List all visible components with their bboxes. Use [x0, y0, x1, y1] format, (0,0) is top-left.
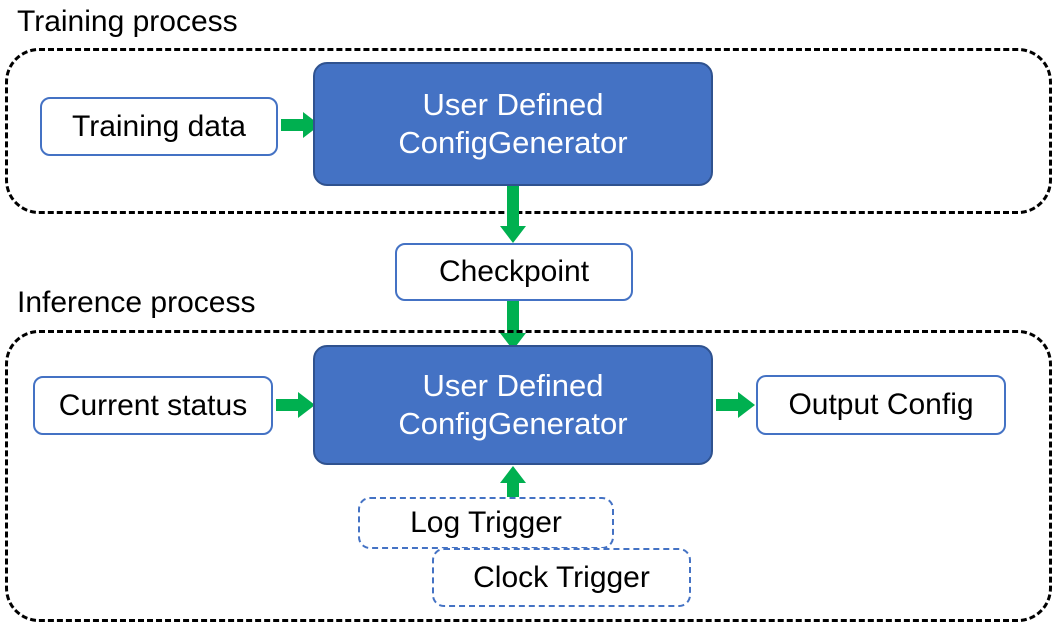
node-line-1: User Defined: [422, 87, 604, 123]
training-process-label: Training process: [17, 5, 238, 38]
arrow-shaft: [507, 301, 519, 337]
arrow-shaft: [507, 481, 519, 499]
output-config-node[interactable]: Output Config: [756, 375, 1006, 435]
inference-process-label: Inference process: [17, 286, 256, 319]
training-process-container: [5, 48, 1052, 214]
arrow-shaft: [276, 399, 300, 411]
training-data-node[interactable]: Training data: [40, 97, 278, 156]
arrow-head-down-icon: [500, 226, 526, 243]
arrow-shaft: [281, 119, 305, 131]
current-status-node[interactable]: Current status: [33, 376, 273, 435]
arrow-head-up-icon: [500, 466, 526, 483]
arrow-head-right-icon: [738, 392, 755, 418]
log-trigger-node[interactable]: Log Trigger: [358, 497, 614, 549]
node-line-2: ConfigGenerator: [398, 125, 628, 160]
inference-process-container: [5, 330, 1052, 622]
inference-config-generator-node[interactable]: User Defined ConfigGenerator: [313, 345, 713, 465]
clock-trigger-node[interactable]: Clock Trigger: [432, 548, 691, 607]
arrow-head-right-icon: [298, 392, 315, 418]
training-config-generator-node[interactable]: User Defined ConfigGenerator: [313, 62, 713, 186]
node-line-2: ConfigGenerator: [398, 406, 628, 441]
node-line-1: User Defined: [422, 368, 604, 404]
arrow-shaft: [507, 186, 519, 228]
arrow-shaft: [716, 399, 740, 411]
checkpoint-node[interactable]: Checkpoint: [395, 243, 633, 301]
